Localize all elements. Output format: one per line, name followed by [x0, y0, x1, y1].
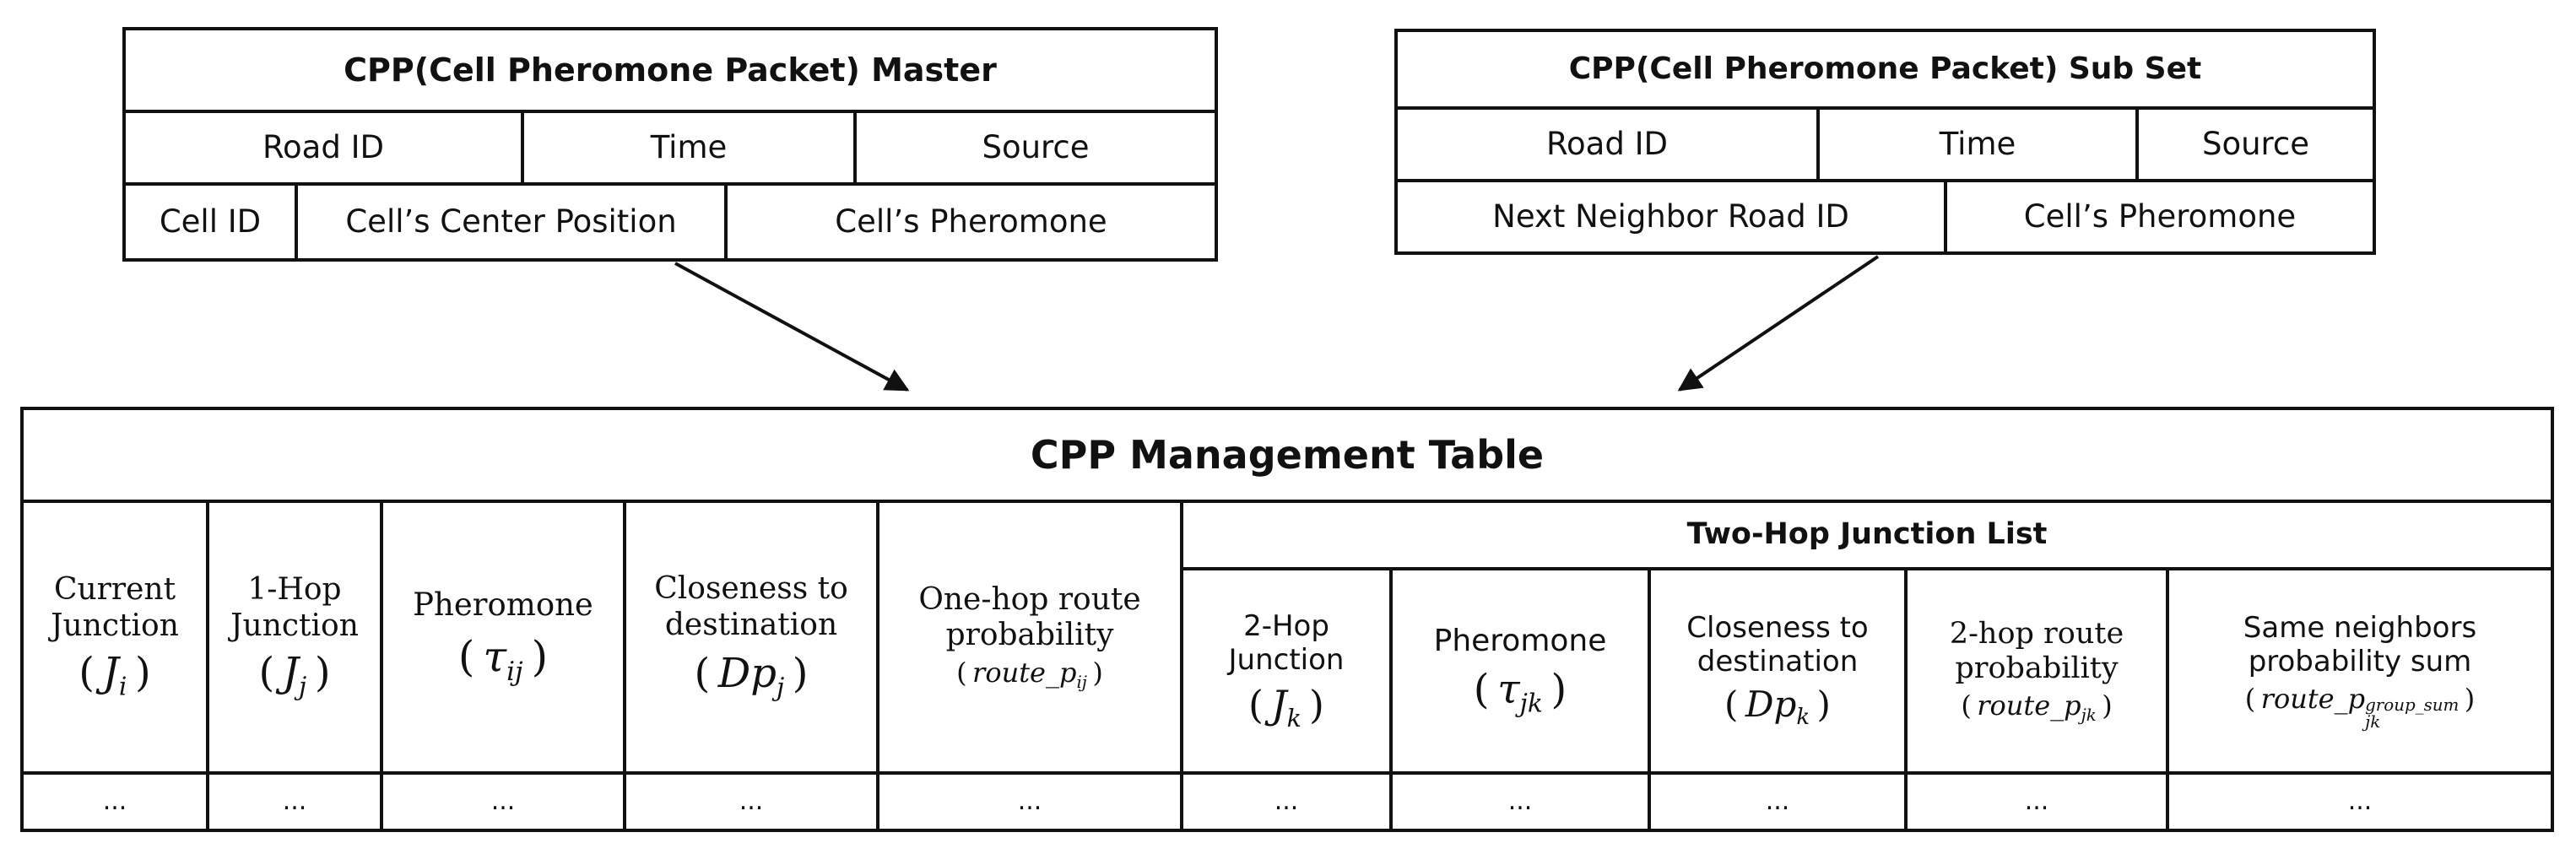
master-cell-id: Cell ID — [159, 203, 262, 241]
sym-current-junction: J — [102, 649, 119, 697]
col-closeness-j-label-2: destination — [664, 607, 838, 642]
arrow-subset-to-management — [1677, 255, 1880, 392]
master-source: Source — [982, 129, 1090, 166]
master-cell-pheromone: Cell’s Pheromone — [835, 203, 1107, 241]
col-one-hop-route-label-1: One-hop route — [918, 581, 1141, 617]
cpp-management-table: CPP Management Table Two-Hop Junction Li… — [20, 407, 2554, 832]
col-same-neighbors-label-1: Same neighbors — [2243, 611, 2477, 646]
master-road-id: Road ID — [262, 129, 384, 166]
row-ellipsis: ... — [2347, 786, 2373, 817]
col-pheromone-ij-label: Pheromone — [413, 586, 593, 624]
cpp-subset-title: CPP(Cell Pheromone Packet) Sub Set — [1568, 51, 2202, 86]
subset-source: Source — [2201, 126, 2310, 163]
sym-closeness-j: Dp — [717, 650, 777, 698]
sym-pheromone-jk: τ — [1497, 665, 1520, 713]
row-ellipsis: ... — [1507, 786, 1533, 817]
col-current-junction-label-1: Current — [53, 572, 176, 608]
row-ellipsis: ... — [2024, 786, 2049, 817]
col-two-hop-route-label-1: 2-hop route — [1949, 617, 2124, 651]
sym-closeness-k: Dp — [1745, 684, 1797, 726]
sym-one-hop-junction: J — [282, 649, 299, 697]
col-two-hop-junction-label-1: 2-Hop — [1243, 608, 1329, 643]
col-closeness-j: Closeness to destination ( Dpj ) — [654, 571, 848, 703]
master-cell-center-position: Cell’s Center Position — [345, 203, 677, 241]
subset-time: Time — [1939, 126, 2016, 163]
col-two-hop-route-probability: 2-hop route probability ( route_pjk ) — [1949, 617, 2124, 725]
row-ellipsis: ... — [739, 786, 764, 817]
management-title: CPP Management Table — [1030, 431, 1545, 478]
row-ellipsis: ... — [1017, 786, 1042, 817]
sym-one-hop-route: route_p — [972, 656, 1077, 689]
row-ellipsis: ... — [102, 786, 127, 817]
col-pheromone-jk-label: Pheromone — [1433, 623, 1607, 658]
cpp-master-title: CPP(Cell Pheromone Packet) Master — [344, 51, 997, 89]
col-one-hop-route-label-2: probability — [945, 618, 1114, 653]
col-one-hop-junction-label-1: 1-Hop — [247, 572, 342, 608]
col-current-junction-label-2: Junction — [51, 608, 179, 643]
col-same-neighbors-probability-sum: Same neighbors probability sum ( route_p… — [2243, 611, 2477, 732]
two-hop-junction-list-header: Two-Hop Junction List — [1686, 517, 2048, 552]
row-ellipsis: ... — [282, 786, 307, 817]
col-closeness-k: Closeness to destination ( Dpk ) — [1686, 610, 1869, 731]
sym-same-neighbors-sum: route_p — [2260, 683, 2366, 716]
col-one-hop-junction: 1-Hop Junction ( Jj ) — [230, 572, 359, 702]
subset-road-id: Road ID — [1545, 126, 1668, 163]
row-ellipsis: ... — [1274, 786, 1299, 817]
subset-cell-pheromone: Cell’s Pheromone — [2023, 198, 2297, 235]
col-closeness-j-label-1: Closeness to — [654, 571, 848, 607]
col-pheromone-jk: Pheromone ( τjk ) — [1433, 623, 1607, 719]
col-one-hop-junction-label-2: Junction — [230, 608, 359, 643]
col-current-junction: Current Junction ( Ji ) — [51, 572, 179, 702]
cpp-subset-table: CPP(Cell Pheromone Packet) Sub Set Road … — [1394, 29, 2376, 255]
col-two-hop-junction-label-2: Junction — [1228, 642, 1345, 677]
arrow-master-to-management — [674, 262, 910, 392]
row-ellipsis: ... — [1765, 786, 1790, 817]
sym-pheromone-ij: τ — [483, 632, 507, 682]
master-time: Time — [650, 129, 728, 166]
col-same-neighbors-label-2: probability sum — [2248, 645, 2472, 679]
col-two-hop-route-label-2: probability — [1955, 651, 2119, 686]
sym-two-hop-junction: J — [1271, 681, 1287, 727]
sym-two-hop-route: route_p — [1977, 689, 2081, 722]
subset-next-neighbor-road-id: Next Neighbor Road ID — [1492, 198, 1849, 235]
col-closeness-k-label-1: Closeness to — [1686, 610, 1869, 645]
row-ellipsis: ... — [490, 786, 516, 817]
cpp-master-table: CPP(Cell Pheromone Packet) Master Road I… — [122, 27, 1218, 262]
col-one-hop-route-probability: One-hop route probability ( route_pij ) — [918, 581, 1141, 692]
col-closeness-k-label-2: destination — [1697, 645, 1859, 679]
col-two-hop-junction: 2-Hop Junction ( Jk ) — [1228, 608, 1345, 732]
col-pheromone-ij: Pheromone ( τij ) — [413, 586, 593, 687]
